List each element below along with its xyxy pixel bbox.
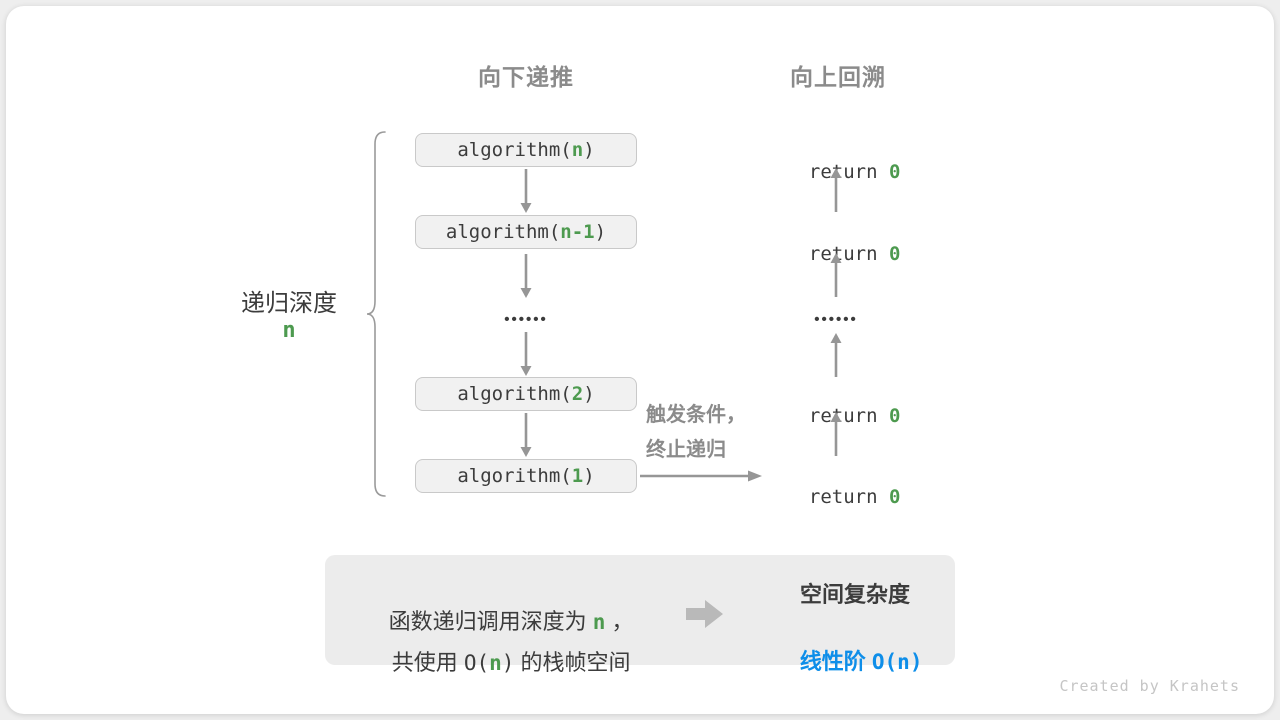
arrow-up-icon bbox=[830, 412, 842, 456]
result-cn: 线性阶 bbox=[799, 649, 872, 674]
summary-line1: 函数递归调用深度为 n ， bbox=[345, 578, 665, 636]
recursion-depth-value: n bbox=[282, 318, 296, 343]
summary-text: ， bbox=[605, 609, 634, 634]
summary-panel bbox=[325, 555, 955, 665]
summary-line2: 共使用 O(n) 的栈帧空间 bbox=[345, 619, 665, 677]
call-arg: 2 bbox=[571, 383, 584, 405]
header-upward-backtracking: 向上回溯 bbox=[790, 64, 886, 90]
arrow-down-icon bbox=[520, 332, 532, 376]
watermark-credit: Created by Krahets bbox=[1059, 677, 1240, 695]
call-text: algorithm( bbox=[445, 221, 561, 243]
call-text: algorithm( bbox=[457, 139, 572, 161]
return-keyword: return bbox=[808, 405, 889, 427]
arrow-right-icon bbox=[640, 470, 762, 482]
summary-text: 共使用 bbox=[391, 650, 464, 675]
return-value: 0 bbox=[888, 405, 901, 427]
return-statement: return 0 bbox=[786, 464, 901, 508]
recursion-depth-label: 递归深度 bbox=[241, 290, 337, 317]
call-text: algorithm( bbox=[457, 465, 572, 487]
summary-n: n bbox=[489, 651, 502, 675]
ellipsis-down-column: •••••• bbox=[504, 311, 548, 328]
return-statement: return 0 bbox=[786, 383, 901, 427]
arrow-up-icon bbox=[830, 253, 842, 297]
call-box-algorithm-n: algorithm(n) bbox=[415, 133, 637, 167]
trigger-condition-line2: 终止递归 bbox=[646, 439, 726, 461]
return-statement: return 0 bbox=[786, 221, 901, 265]
result-code: O(n) bbox=[871, 650, 923, 674]
call-arg: 1 bbox=[571, 465, 584, 487]
summary-text: 函数递归调用深度为 bbox=[388, 609, 593, 634]
call-text: ) bbox=[594, 221, 607, 243]
block-arrow-right-icon bbox=[686, 600, 723, 628]
call-text: ) bbox=[583, 465, 595, 487]
return-value: 0 bbox=[888, 161, 901, 183]
ellipsis-up-column: •••••• bbox=[814, 311, 858, 328]
summary-text: 的栈帧空间 bbox=[514, 650, 631, 675]
call-arg: n bbox=[571, 139, 584, 161]
return-keyword: return bbox=[808, 243, 889, 265]
arrow-down-icon bbox=[520, 254, 532, 298]
arrow-down-icon bbox=[520, 413, 532, 457]
call-text: ) bbox=[583, 383, 595, 405]
call-arg: n-1 bbox=[560, 221, 595, 243]
return-value: 0 bbox=[888, 243, 901, 265]
return-statement: return 0 bbox=[786, 139, 901, 183]
return-value: 0 bbox=[888, 486, 901, 508]
arrow-up-icon bbox=[830, 333, 842, 377]
space-complexity-title: 空间复杂度 bbox=[799, 582, 910, 607]
summary-code: ) bbox=[501, 651, 515, 675]
call-text: ) bbox=[583, 139, 595, 161]
trigger-condition-line1: 触发条件， bbox=[646, 404, 746, 426]
call-box-algorithm-n-1: algorithm(n-1) bbox=[415, 215, 637, 249]
space-complexity-value: 线性阶 O(n) bbox=[755, 618, 955, 676]
summary-code: O( bbox=[463, 651, 490, 675]
call-text: algorithm( bbox=[457, 383, 572, 405]
arrow-down-icon bbox=[520, 169, 532, 213]
summary-n: n bbox=[592, 610, 606, 634]
arrow-up-icon bbox=[830, 168, 842, 212]
curly-brace-icon bbox=[366, 131, 386, 497]
call-box-algorithm-2: algorithm(2) bbox=[415, 377, 637, 411]
call-box-algorithm-1: algorithm(1) bbox=[415, 459, 637, 493]
return-keyword: return bbox=[808, 486, 889, 508]
header-downward-recursion: 向下递推 bbox=[478, 64, 574, 90]
return-keyword: return bbox=[808, 161, 889, 183]
